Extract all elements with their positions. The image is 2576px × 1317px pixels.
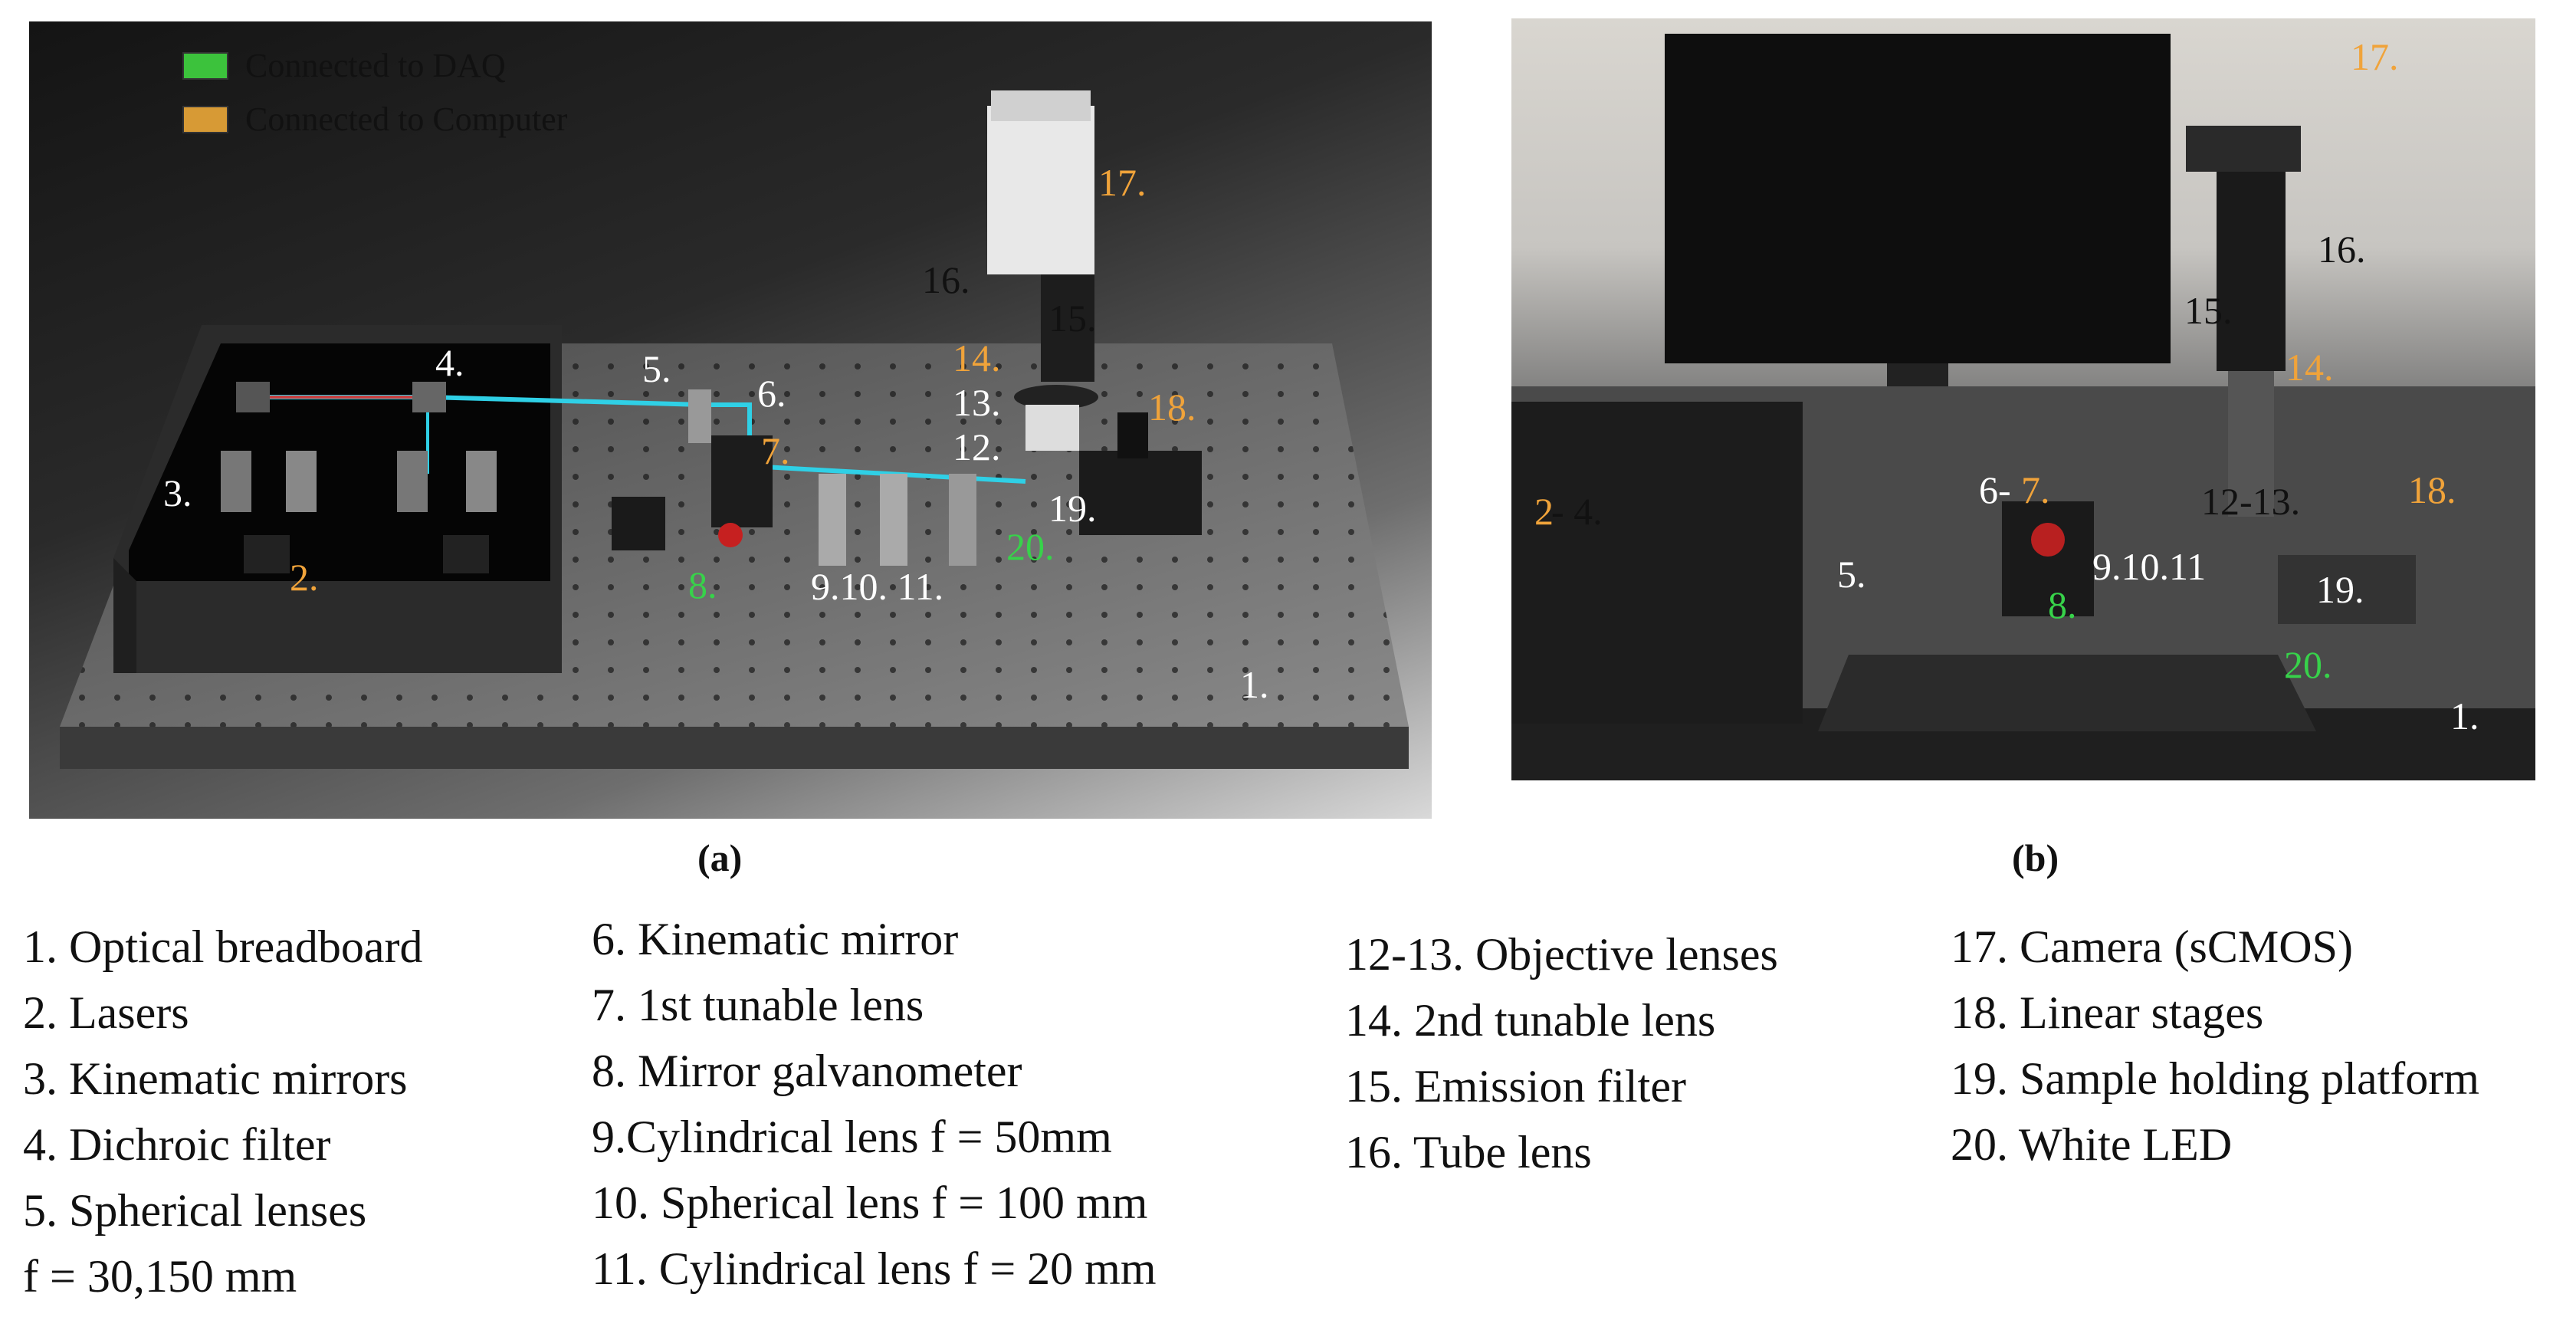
label-16: 16.: [922, 258, 970, 301]
keyboard: [1818, 655, 2316, 731]
component-list-col4: 17. Camera (sCMOS) 18. Linear stages 19.…: [1951, 914, 2479, 1177]
list-item: 2. Lasers: [23, 987, 189, 1038]
list-item: f = 30,150 mm: [23, 1251, 297, 1302]
label-9-11: 9.10. 11.: [811, 565, 944, 608]
label-6: 6.: [757, 372, 786, 415]
list-item: 15. Emission filter: [1345, 1061, 1686, 1112]
label-15: 15.: [1048, 297, 1097, 340]
list-item: 17. Camera (sCMOS): [1951, 921, 2353, 972]
legend-swatch-daq: [182, 51, 228, 80]
photo-label-16: 16.: [2318, 228, 2366, 271]
photo-label-5: 5.: [1837, 553, 1866, 596]
caption-a: (a): [697, 836, 743, 879]
photo-label-2-4: - 4.: [1551, 490, 1603, 533]
list-item: 16. Tube lens: [1345, 1127, 1592, 1177]
photo-label-14: 14.: [2286, 346, 2334, 389]
list-item: 9.Cylindrical lens f = 50mm: [592, 1112, 1112, 1162]
list-item: 18. Linear stages: [1951, 987, 2264, 1038]
panel-b-photo: 17. 16. 15. 14. 18. 2 - 4. 6- 7. 12-13. …: [1511, 18, 2535, 780]
legend-computer: Connected to Computer: [182, 100, 567, 139]
list-item: 14. 2nd tunable lens: [1345, 995, 1716, 1046]
label-17: 17.: [1098, 161, 1147, 204]
label-14: 14.: [953, 337, 1001, 379]
list-item: 8. Mirror galvanometer: [592, 1046, 1022, 1096]
list-item: 4. Dichroic filter: [23, 1119, 331, 1170]
list-item: 12-13. Objective lenses: [1345, 929, 1778, 980]
list-item: 3. Kinematic mirrors: [23, 1053, 408, 1104]
component-list-col1: 1. Optical breadboard 2. Lasers 3. Kinem…: [23, 914, 422, 1309]
label-12: 12.: [953, 425, 1001, 468]
caption-b: (b): [2012, 836, 2059, 879]
photo-label-2: 2: [1534, 490, 1554, 533]
label-5: 5.: [642, 347, 671, 390]
photo-label-7: 7.: [2021, 468, 2050, 511]
legend-daq: Connected to DAQ: [182, 46, 506, 85]
monitor: [1665, 34, 2171, 363]
photo-label-15: 15.: [2184, 289, 2233, 332]
label-1: 1.: [1240, 663, 1269, 706]
legend-swatch-computer: [182, 105, 228, 133]
list-item: 11. Cylindrical lens f = 20 mm: [592, 1243, 1157, 1294]
label-2: 2.: [290, 556, 319, 599]
label-7: 7.: [761, 429, 790, 472]
setup-render-illustration: [60, 90, 1409, 769]
photo-label-19: 19.: [2316, 568, 2364, 611]
list-item: 1. Optical breadboard: [23, 921, 423, 972]
label-8: 8.: [688, 563, 717, 606]
label-13: 13.: [953, 381, 1001, 424]
photo-label-12-13: 12-13.: [2201, 480, 2301, 523]
photo-label-8: 8.: [2048, 583, 2077, 626]
list-item: 20. White LED: [1951, 1119, 2233, 1170]
photo-label-6: 6-: [1979, 468, 2011, 511]
label-19: 19.: [1048, 487, 1097, 530]
photo-label-18: 18.: [2408, 468, 2456, 511]
setup-photo-illustration: [1511, 34, 2535, 780]
list-item: 19. Sample holding platform: [1951, 1053, 2479, 1104]
list-item: 10. Spherical lens f = 100 mm: [592, 1177, 1148, 1228]
label-20: 20.: [1006, 525, 1055, 568]
photo-label-20: 20.: [2284, 643, 2332, 686]
list-item: 7. 1st tunable lens: [592, 980, 924, 1030]
label-18: 18.: [1148, 386, 1196, 429]
camera-body: [987, 106, 1094, 274]
legend-label-computer: Connected to Computer: [245, 100, 568, 138]
photo-label-17: 17.: [2351, 35, 2399, 78]
component-list-col2: 6. Kinematic mirror 7. 1st tunable lens …: [592, 906, 1157, 1302]
list-item: 5. Spherical lenses: [23, 1185, 367, 1236]
component-list-col3: 12-13. Objective lenses 14. 2nd tunable …: [1345, 921, 1778, 1185]
panel-a-render: Connected to DAQ Connected to Computer 1…: [29, 21, 1432, 819]
label-3: 3.: [163, 471, 192, 514]
label-4: 4.: [435, 341, 464, 384]
list-item: 6. Kinematic mirror: [592, 914, 959, 964]
photo-label-9-11: 9.10.11: [2092, 545, 2207, 588]
legend-label-daq: Connected to DAQ: [245, 47, 506, 84]
photo-label-1: 1.: [2450, 695, 2479, 737]
